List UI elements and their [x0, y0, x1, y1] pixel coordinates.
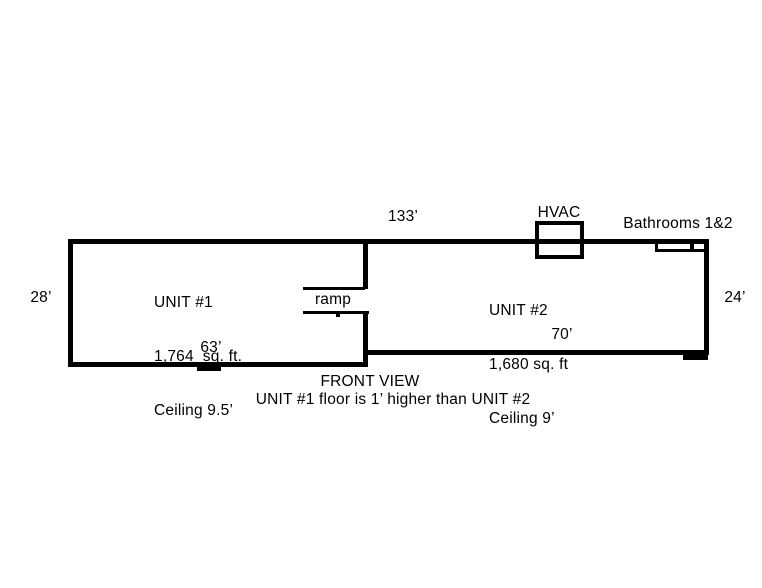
hvac-unit-box	[535, 221, 584, 259]
caption-title: FRONT VIEW	[320, 373, 420, 390]
left-wall	[68, 239, 73, 367]
unit1-area: 1,764 sq. ft.	[154, 348, 243, 365]
unit1-ceiling: Ceiling 9.5’	[154, 402, 234, 419]
right-wall	[704, 239, 709, 355]
unit1-door-mark	[197, 362, 221, 371]
dimension-top-133: 133’	[387, 208, 419, 225]
dimension-left-28: 28’	[30, 289, 52, 306]
top-wall	[68, 239, 708, 244]
caption-note: UNIT #1 floor is 1’ higher than UNIT #2	[255, 391, 531, 408]
ramp-label: ramp	[314, 291, 352, 308]
ramp-tick-mark	[336, 313, 340, 317]
ramp-upper-line	[303, 287, 365, 290]
hvac-label: HVAC	[537, 204, 581, 221]
bathroom-divider-partition	[690, 244, 694, 252]
bathroom-bottom-line	[655, 249, 708, 252]
unit1-name: UNIT #1	[154, 294, 213, 311]
unit2-door-mark	[683, 351, 708, 360]
dimension-unit1-bottom-63: 63’	[200, 339, 222, 356]
bathrooms-label: Bathrooms 1&2	[623, 215, 733, 232]
bathroom-left-partition	[655, 244, 658, 252]
ramp-lower-line	[303, 311, 369, 314]
unit2-area: 1,680 sq. ft	[489, 356, 569, 373]
dimension-unit2-bottom-70: 70’	[551, 326, 573, 343]
unit2-bottom-wall	[363, 350, 708, 355]
unit2-info: UNIT #2 1,680 sq. ft Ceiling 9’	[489, 266, 568, 464]
dimension-right-24: 24’	[724, 289, 746, 306]
unit-divider-wall-lower	[363, 313, 368, 363]
unit2-name: UNIT #2	[489, 302, 548, 319]
unit-divider-wall-upper	[363, 241, 368, 289]
unit1-info: UNIT #1 1,764 sq. ft. Ceiling 9.5’	[154, 258, 242, 456]
unit2-ceiling: Ceiling 9’	[489, 410, 555, 427]
